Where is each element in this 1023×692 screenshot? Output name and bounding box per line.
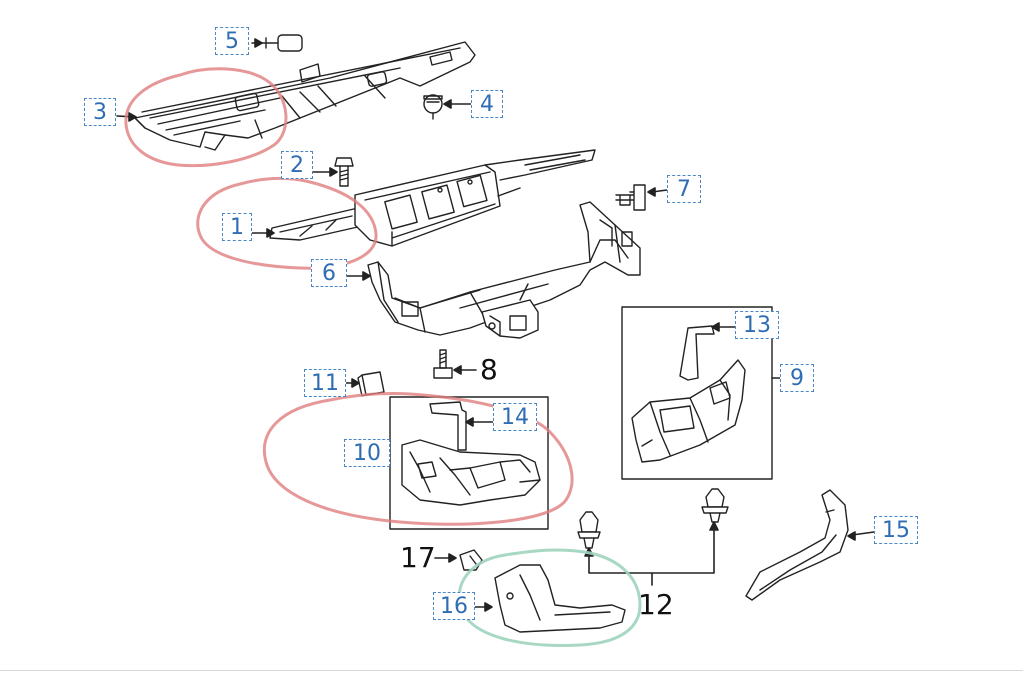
callout-10[interactable]: 10: [344, 439, 390, 467]
bolt-part-8: [433, 349, 453, 379]
callout-5[interactable]: 5: [215, 27, 249, 55]
bolt-part-2: [334, 157, 354, 187]
callout-4[interactable]: 4: [471, 90, 503, 118]
rear-step-bumper-part: [134, 41, 476, 151]
label-8: 8: [480, 353, 498, 386]
callout-2[interactable]: 2: [281, 151, 313, 179]
markup-annotations: [124, 67, 642, 647]
step-bracket-part-10: [401, 401, 541, 506]
bolt-part-7: [615, 184, 646, 211]
clip-part-5: [261, 34, 303, 52]
callout-1[interactable]: 1: [222, 213, 252, 241]
callout-6[interactable]: 6: [311, 259, 347, 287]
red-circle-part-3: [124, 67, 288, 168]
callout-3[interactable]: 3: [84, 98, 116, 126]
bolt-part-17: [459, 549, 483, 571]
callout-11[interactable]: 11: [304, 369, 346, 397]
bottom-divider: [0, 670, 1023, 671]
red-circle-part-10: [263, 391, 574, 526]
bracket-assembly-part-1: [269, 149, 596, 247]
callout-14[interactable]: 14: [493, 403, 537, 431]
bolt-part-4: [423, 94, 443, 120]
trim-part-15: [745, 489, 849, 601]
callout-13[interactable]: 13: [735, 311, 779, 339]
step-bracket-part-9: [631, 325, 746, 463]
hitch-receiver-part-6: [367, 201, 641, 339]
callout-16[interactable]: 16: [433, 592, 475, 620]
mud-guard-part-16: [494, 564, 626, 633]
label-17: 17: [400, 541, 436, 574]
callout-7[interactable]: 7: [667, 175, 701, 203]
callout-15[interactable]: 15: [874, 516, 918, 544]
push-clip-part-12b: [701, 488, 729, 523]
callout-9[interactable]: 9: [780, 364, 814, 392]
label-12: 12: [638, 588, 674, 621]
push-clip-part-12a: [577, 511, 601, 549]
